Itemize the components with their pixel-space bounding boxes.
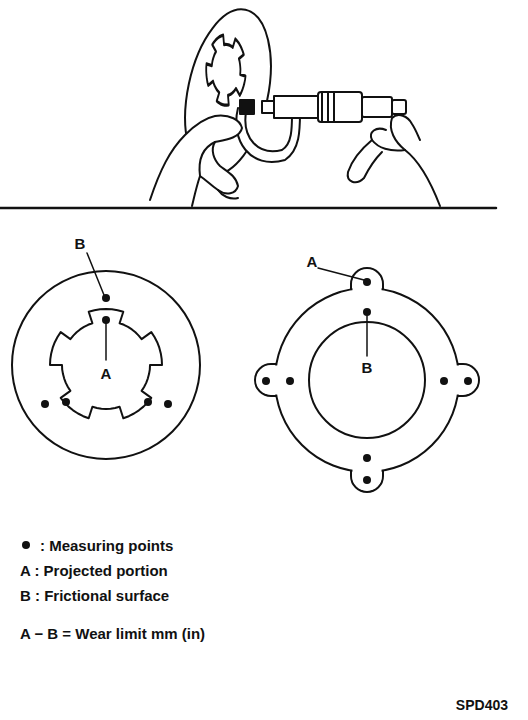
friction-disc [12, 271, 200, 459]
divider-line [0, 207, 496, 210]
micrometer-illustration [150, 2, 440, 206]
legend-note: A : Projected portion [20, 563, 168, 578]
measuring-points [41, 278, 472, 484]
part-label: A [101, 366, 112, 381]
legend-text: : Measuring points [40, 538, 173, 553]
formula-note: A − B = Wear limit mm (in) [20, 626, 205, 641]
leader-lines [87, 253, 367, 360]
part-label: B [75, 236, 86, 251]
legend-note: B : Frictional surface [20, 588, 169, 603]
part-label: B [362, 360, 373, 375]
steel-plate [255, 268, 479, 492]
part-label: A [307, 254, 318, 269]
measuring-point-sample [22, 541, 30, 549]
figure-code: SPD403 [456, 698, 508, 712]
